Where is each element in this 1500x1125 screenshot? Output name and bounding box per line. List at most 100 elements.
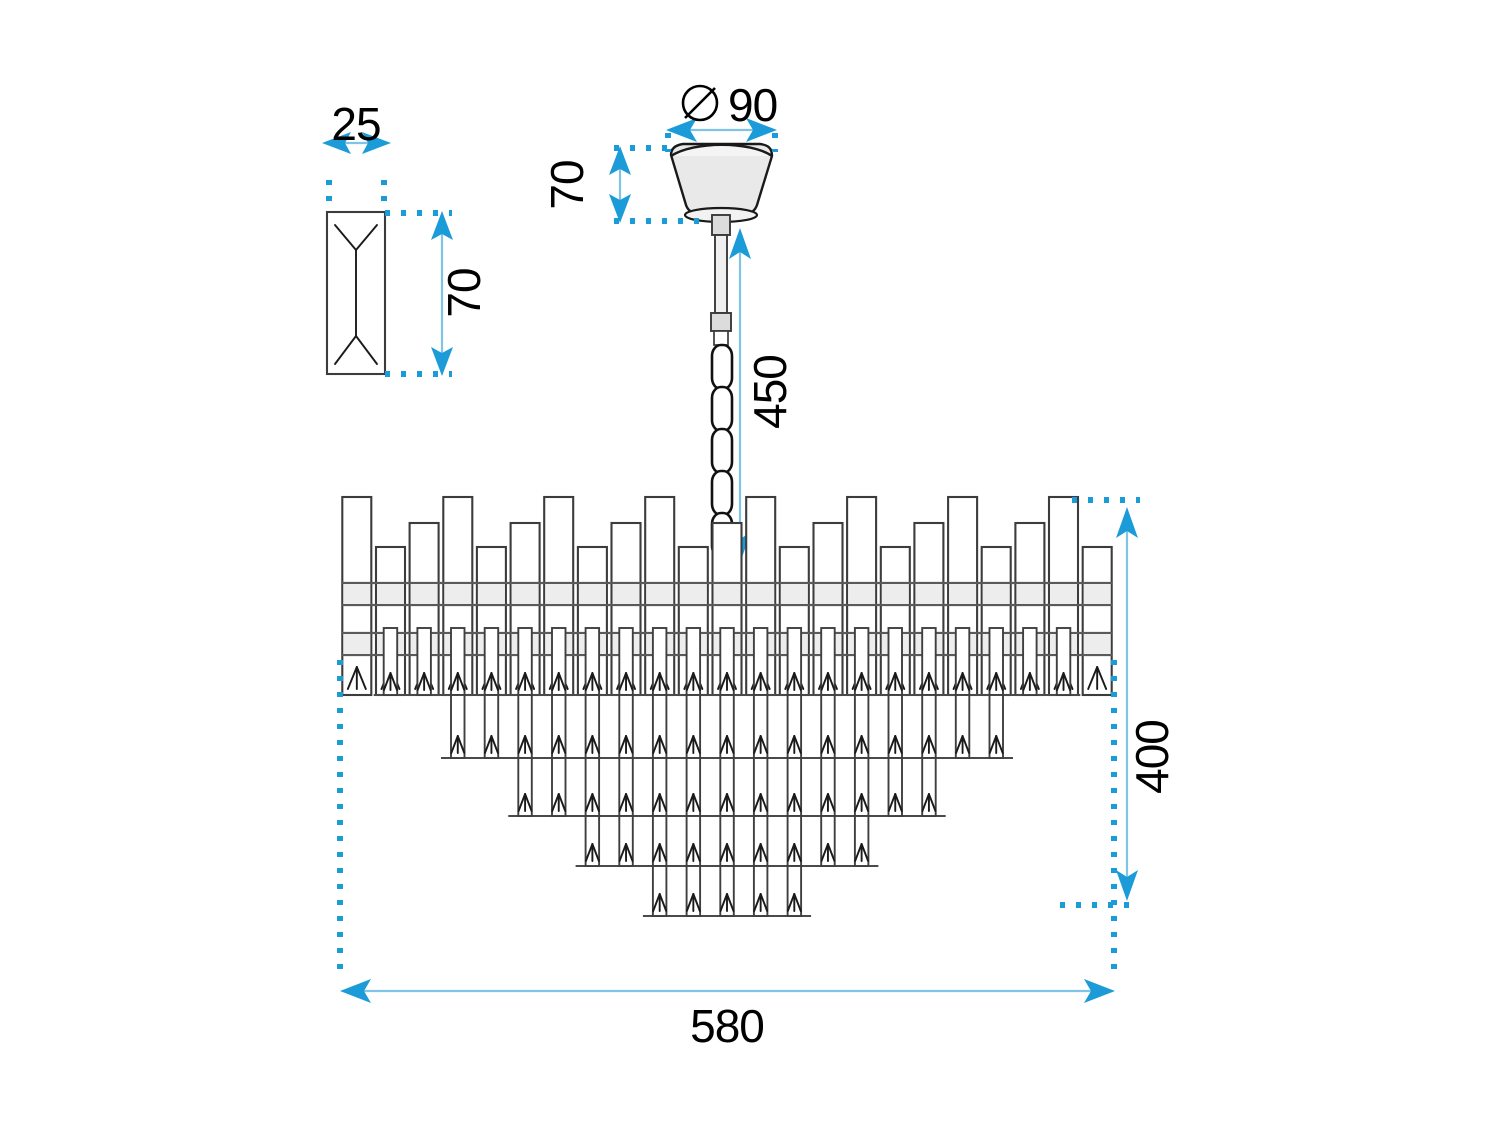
crystal-rod-facet <box>921 672 930 691</box>
crystal-bar <box>475 545 507 697</box>
crystal-rod-facet <box>1056 672 1065 691</box>
chain-top-ferrule <box>713 330 729 346</box>
dimension-body-height: 400 <box>1060 497 1178 908</box>
metal-band-segment <box>1050 584 1077 604</box>
metal-band-segment <box>915 584 943 604</box>
crystal-rod-facet <box>625 843 634 862</box>
crystal-rod-facet <box>753 672 762 691</box>
crystal-rod-facet <box>894 793 903 812</box>
suspension-rod <box>714 234 728 314</box>
arrow-crystal-width-left <box>322 132 351 154</box>
dim-label-body-width: 580 <box>690 1000 764 1052</box>
crystal-rod-facet <box>591 735 600 754</box>
crystal-rod-facet <box>389 672 398 691</box>
crystal-rod-facet <box>524 735 533 754</box>
crystal-rod-facet <box>793 735 802 754</box>
crystal-rod-facet <box>685 843 695 862</box>
crystal-rod-facet <box>652 893 661 912</box>
metal-band-segment <box>343 584 371 604</box>
crystal-rod-facet <box>719 672 728 691</box>
metal-band-segment <box>343 634 371 654</box>
crystal-rod-facet <box>1022 672 1031 691</box>
dim-label-crystal-width: 25 <box>331 98 380 150</box>
crystal-rod-facet <box>827 672 836 691</box>
rod-coupling <box>710 312 732 332</box>
crystal-rod-facet <box>524 793 533 812</box>
crystal-rod-facet <box>517 735 527 754</box>
dim-label-crystal-height: 70 <box>438 268 490 317</box>
crystal-rod-facet <box>618 672 627 691</box>
crystal-rod-facet <box>692 843 701 862</box>
crystal-rod-facet <box>820 793 829 812</box>
crystal-rod-facet <box>726 893 735 912</box>
crystal-rod-facet <box>719 843 728 862</box>
metal-band-segment <box>982 584 1010 604</box>
crystal-rod-facet <box>416 672 426 691</box>
crystal-rod-facet <box>483 735 493 754</box>
crystal-rod-facet <box>692 793 701 812</box>
arrow-body-height-top <box>1116 507 1138 538</box>
crystal-rod-facet <box>988 672 998 691</box>
crystal-rod-facet <box>658 893 668 912</box>
crystal-rod-facet <box>995 672 1004 691</box>
crystal-rod-facet <box>759 672 769 691</box>
crystal-facet-top-right <box>355 224 378 251</box>
crystal-bar-facet <box>355 666 367 690</box>
chain-link <box>710 343 734 391</box>
crystal-rod-facet <box>652 843 661 862</box>
crystal-rod-facet <box>456 672 466 691</box>
crystal-rod-facet <box>551 672 560 691</box>
crystal-rod-facet <box>793 793 802 812</box>
crystal-bar-facet <box>1087 666 1099 690</box>
crystal-rod-facet <box>961 735 971 754</box>
crystal-rod-facet <box>988 735 998 754</box>
metal-band-segment <box>1083 634 1111 654</box>
crystal-rod-facet <box>854 843 863 862</box>
crystal-rod-facet <box>719 793 728 812</box>
metal-band-segment <box>545 584 573 604</box>
crystal-facet-top-left <box>334 224 357 251</box>
crystal-rod <box>1022 627 1038 696</box>
crystal-rod-facet <box>921 793 930 812</box>
chain-link <box>710 427 734 475</box>
crystal-rod-facet <box>618 735 627 754</box>
crystal-rod-facet <box>726 843 735 862</box>
metal-band-segment <box>377 584 404 604</box>
crystal-rod-facet <box>551 793 560 812</box>
crystal-rod-facet <box>652 793 661 812</box>
arrow-suspension-top <box>729 228 751 259</box>
crystal-rod-facet <box>820 672 829 691</box>
crystal-rod-facet <box>652 672 661 691</box>
crystal-rod-facet <box>1028 672 1038 691</box>
arrow-canopy-diameter-right <box>746 118 777 142</box>
detail-view-crystal-bar: 25 70 <box>322 98 490 377</box>
crystal-rod-facet <box>753 843 762 862</box>
crystal-rod-facet <box>685 735 695 754</box>
crystal-rod-facet <box>658 793 668 812</box>
crystal-rod-facet <box>652 735 661 754</box>
arrow-crystal-width-right <box>362 132 391 154</box>
crystal-rod-facet <box>854 672 863 691</box>
crystal-rod-facet <box>793 893 802 912</box>
crystal-bar-facet <box>1096 666 1108 690</box>
crystal-facet-bottom-left <box>334 335 357 365</box>
crystal-rod-facet <box>584 793 594 812</box>
metal-band-segment <box>780 584 808 604</box>
crystal-rod-facet <box>860 793 870 812</box>
crystal-rod-facet <box>786 735 796 754</box>
crystal-rod-facet <box>753 793 762 812</box>
crystal-rod-facet <box>894 735 903 754</box>
crystal-rod-facet <box>726 735 735 754</box>
crystal-rod-facet <box>726 672 735 691</box>
crystal-rod-facet <box>517 793 527 812</box>
metal-band-segment <box>713 584 741 604</box>
crystal-rod-facet <box>584 843 594 862</box>
crystal-rod-facet <box>456 735 466 754</box>
metal-band-segment <box>881 584 909 604</box>
crystal-rod-facet <box>759 735 769 754</box>
crystal-rod-facet <box>854 735 863 754</box>
metal-band-segment <box>747 584 775 604</box>
dim-label-suspension: 450 <box>744 355 796 429</box>
crystal-rod-facet <box>557 735 567 754</box>
